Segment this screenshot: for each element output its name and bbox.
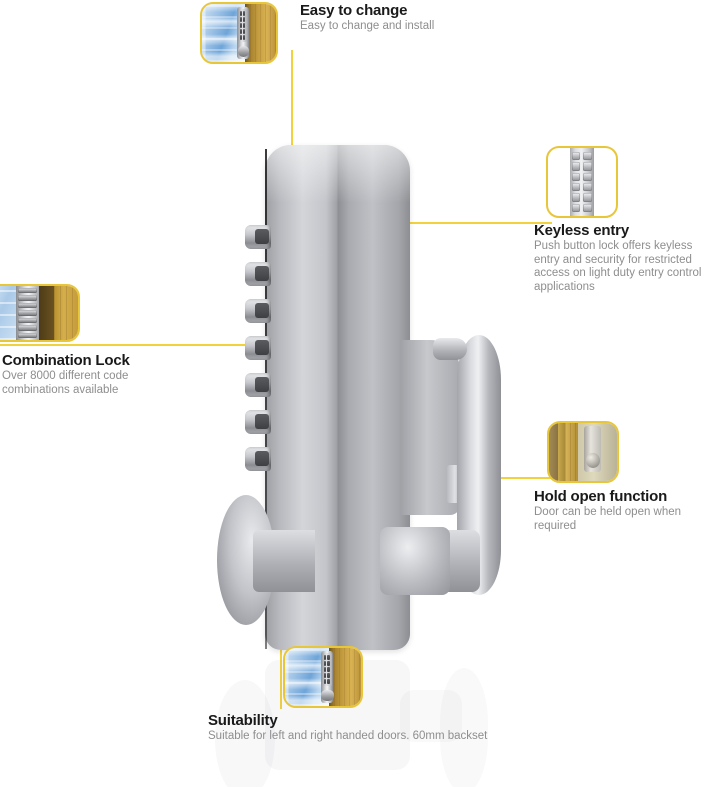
thumbnail-art-hold-open [549,423,617,481]
keypad-art [237,8,248,43]
connector-line-easy-to-change [291,50,293,165]
keypad-button [245,447,271,471]
thumbnail-easy-to-change[interactable] [200,2,278,64]
thumbnail-hold-open-function[interactable] [547,421,619,483]
lock-case [265,145,410,650]
lever-handle-tip [433,338,467,360]
callout-title-easy-to-change: Easy to change [300,2,408,19]
callout-body-keyless-entry: Push button lock offers keyless entry an… [534,240,702,293]
thumbnail-art-combination-closeup [0,286,78,340]
callout-body-easy-to-change: Easy to change and install [300,20,435,32]
thumbnail-keyless-entry[interactable] [546,146,618,218]
keypad-button [245,373,271,397]
lever-knob-art [586,453,600,469]
keypad-button [245,225,271,249]
callout-title-suitability: Suitability [208,712,278,729]
glass-panel-art [0,286,18,340]
callout-title-keyless-entry: Keyless entry [534,222,629,239]
keypad-button [245,336,271,360]
keypad-button [245,410,271,434]
knob-spindle-left [253,530,315,592]
knob-art [237,45,250,58]
lock-case-seam [265,149,267,649]
thumbnail-art-keypad-closeup [548,148,616,216]
wood-door-art [564,423,579,481]
door-edge-art [39,286,54,340]
wood-door-art [53,286,78,340]
wood-door-art [329,648,361,706]
keypad-rows-art [17,287,38,339]
callout-body-suitability: Suitable for left and right handed doors… [208,730,488,742]
wood-door-art [244,4,276,62]
callout-title-hold-open-function: Hold open function [534,488,668,505]
thumbnail-art-door-with-lock [285,648,361,706]
keypad-keys-art [571,152,593,212]
callout-body-hold-open-function: Door can be held open when required [534,506,682,532]
thumbnail-suitability[interactable] [283,646,363,708]
callout-body-combination-lock: Over 8000 different code combinations av… [2,370,129,396]
lever-spindle-right [380,527,450,595]
product-reflection-spindle [400,690,462,742]
keypad-art [321,652,332,687]
door-frame-inner-art [557,423,565,481]
keypad-button [245,262,271,286]
connector-line-combination-lock [0,344,265,346]
knob-art [321,689,334,702]
product-reflection-lever [440,668,488,787]
product-reflection-rose [215,680,275,787]
product-image-push-button-lock [195,145,540,665]
thumbnail-art-door-with-lock [202,4,276,62]
keypad-button [245,299,271,323]
door-frame-art [549,423,558,481]
callout-title-combination-lock: Combination Lock [2,352,130,369]
thumbnail-combination-lock[interactable] [0,284,80,342]
connector-line-suitability [280,643,282,709]
connector-line-keyless-entry [292,222,552,224]
